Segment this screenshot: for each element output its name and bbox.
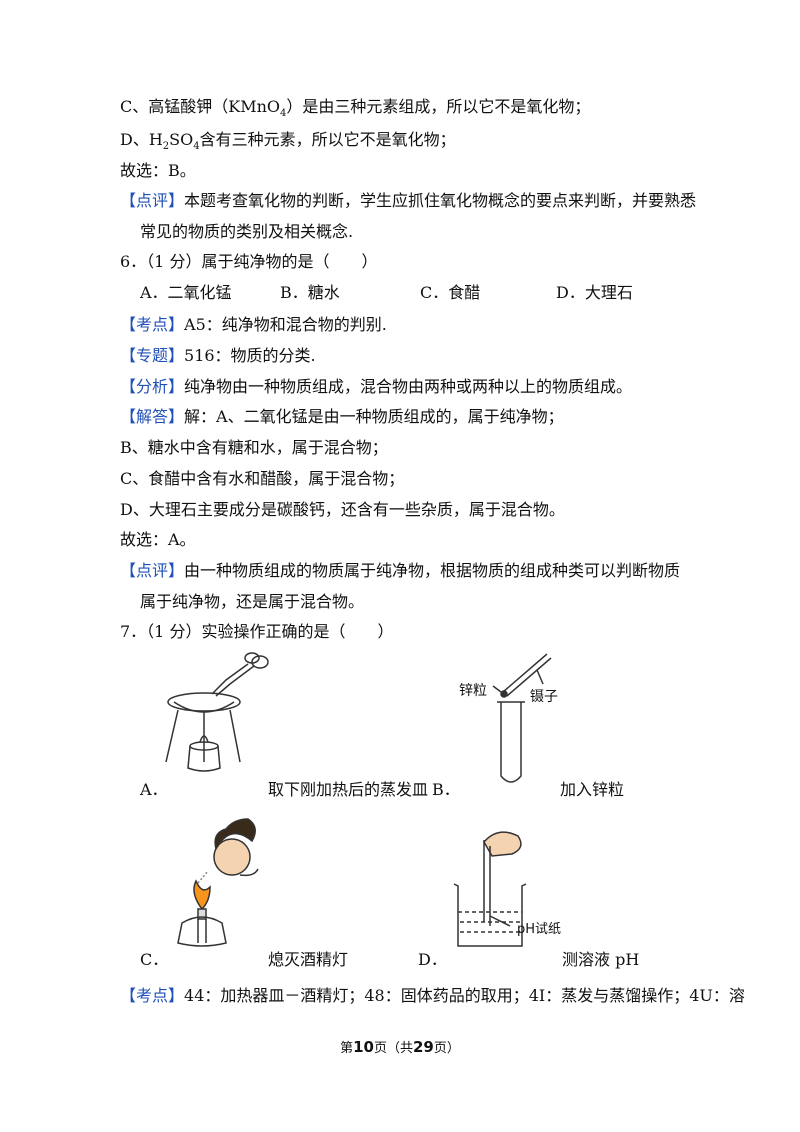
answer-line-2: 故选：A。: [120, 530, 196, 549]
option-c: C．食醋: [420, 283, 481, 302]
option-d-line: D、H2SO4含有三种元素，所以它不是氧化物；: [120, 130, 456, 153]
option-b: B．糖水: [280, 283, 340, 302]
figure-b-letter: B．: [432, 780, 460, 799]
figure-c-caption: 熄灭酒精灯: [268, 950, 349, 969]
option-c-line: C、高锰酸钾（KMnO4）是由三种元素组成，所以它不是氧化物；: [120, 97, 591, 120]
solution-c: C、食醋中含有水和醋酸，属于混合物；: [120, 469, 405, 488]
figure-b-label-tweezer: 镊子: [530, 689, 558, 705]
question-7: 7．（1 分）实验操作正确的是（ ）: [120, 622, 394, 641]
option-a: A．二氧化锰: [140, 283, 232, 302]
comment-line-1: 【点评】本题考查氧化物的判断，学生应抓住氧化物概念的要点来判断，并要熟悉: [120, 191, 697, 210]
question-6-options: A．二氧化锰 B．糖水 C．食醋 D．大理石: [140, 282, 633, 304]
jieda-line: 【解答】解：A、二氧化锰是由一种物质组成的，属于纯净物；: [120, 407, 564, 426]
figure-d-letter: D．: [418, 950, 447, 969]
kaodian-line: 【考点】A5：纯净物和混合物的判别.: [120, 315, 387, 334]
page-number: 10: [353, 1038, 374, 1056]
option-d: D．大理石: [556, 283, 633, 302]
figure-d-beaker: [453, 831, 527, 947]
figure-a-evaporating-dish: [165, 652, 269, 772]
figure-c-letter: C．: [140, 950, 169, 969]
figure-a-letter: A．: [140, 780, 168, 799]
figure-a-caption: 取下刚加热后的蒸发皿: [268, 780, 429, 799]
comment-line-1b: 常见的物质的类别及相关概念.: [140, 222, 354, 241]
solution-d: D、大理石主要成分是碳酸钙，还含有一些杂质，属于混合物。: [120, 500, 565, 519]
zhuanti-line: 【专题】516：物质的分类.: [120, 346, 316, 365]
fenxi-line: 【分析】纯净物由一种物质组成，混合物由两种或两种以上的物质组成。: [120, 377, 633, 396]
figure-b-label-zinc: 锌粒: [459, 683, 487, 699]
comment-line-2b: 属于纯净物，还是属于混合物。: [140, 592, 365, 611]
comment-tag: 【点评】: [120, 191, 185, 210]
question-6: 6．（1 分）属于纯净物的是（ ）: [120, 252, 378, 271]
page-footer: 第10页（共29页）: [340, 1038, 460, 1056]
figure-d-label-ph-paper: pH试纸: [517, 922, 562, 937]
comment-line-2: 【点评】由一种物质组成的物质属于纯净物，根据物质的组成种类可以判断物质: [120, 561, 681, 580]
figure-c-alcohol-lamp: [177, 818, 259, 947]
answer-line-1: 故选：B。: [120, 161, 196, 180]
figure-b-caption: 加入锌粒: [560, 780, 625, 799]
page-total: 29: [413, 1038, 434, 1056]
figure-b-test-tube: [492, 653, 552, 783]
kaodian7-line: 【考点】44：加热器皿－酒精灯；48：固体药品的取用；4I：蒸发与蒸馏操作；4U…: [120, 986, 745, 1005]
solution-b: B、糖水中含有糖和水，属于混合物；: [120, 438, 388, 457]
figure-d-caption: 测溶液 pH: [562, 950, 640, 969]
